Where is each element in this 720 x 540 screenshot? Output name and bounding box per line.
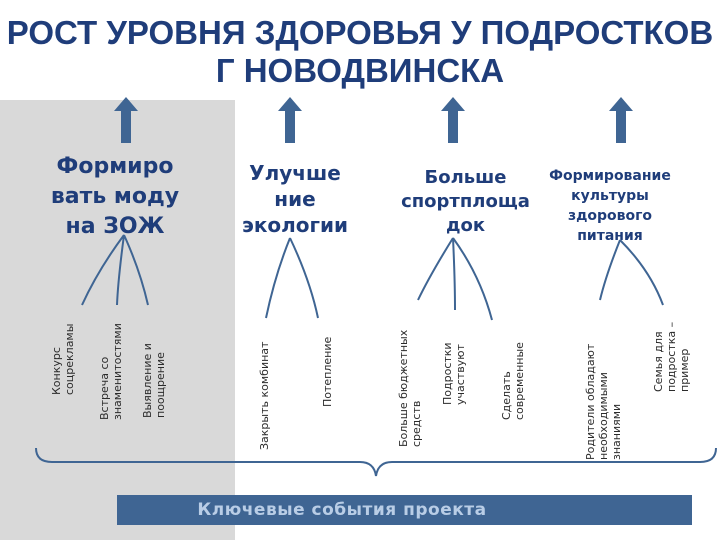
banner-label: Ключевые события проекта xyxy=(197,500,487,520)
connector-line xyxy=(81,234,125,306)
up-arrow-icon xyxy=(278,97,302,143)
connector-line xyxy=(452,237,493,321)
goal-healthy-lifestyle-fashion: Формиро вать моду на ЗОЖ xyxy=(50,154,180,239)
goal-healthy-eating-culture: Формирование культуры здорового питания xyxy=(549,168,671,244)
connector-line xyxy=(289,237,319,319)
up-arrow-icon xyxy=(114,97,138,143)
up-arrow-icon xyxy=(609,97,633,143)
bracket xyxy=(35,447,717,477)
connector-line xyxy=(619,239,664,306)
goal-more-sports-grounds: Больше спортплоща док xyxy=(401,167,530,236)
key-events-banner: Ключевые события проекта xyxy=(117,495,692,525)
highlight-panel xyxy=(0,100,235,540)
connector-line xyxy=(452,237,456,311)
connector-line xyxy=(123,234,149,306)
page-title: РОСТ УРОВНЯ ЗДОРОВЬЯ У ПОДРОСТКОВ Г НОВО… xyxy=(6,14,714,89)
up-arrow-icon xyxy=(441,97,465,143)
goal-ecology-improvement: Улучше ние экологии xyxy=(241,161,349,237)
connector-line xyxy=(599,239,621,301)
connector-line xyxy=(417,237,454,301)
connector-line xyxy=(116,234,125,306)
connector-line xyxy=(265,237,291,319)
